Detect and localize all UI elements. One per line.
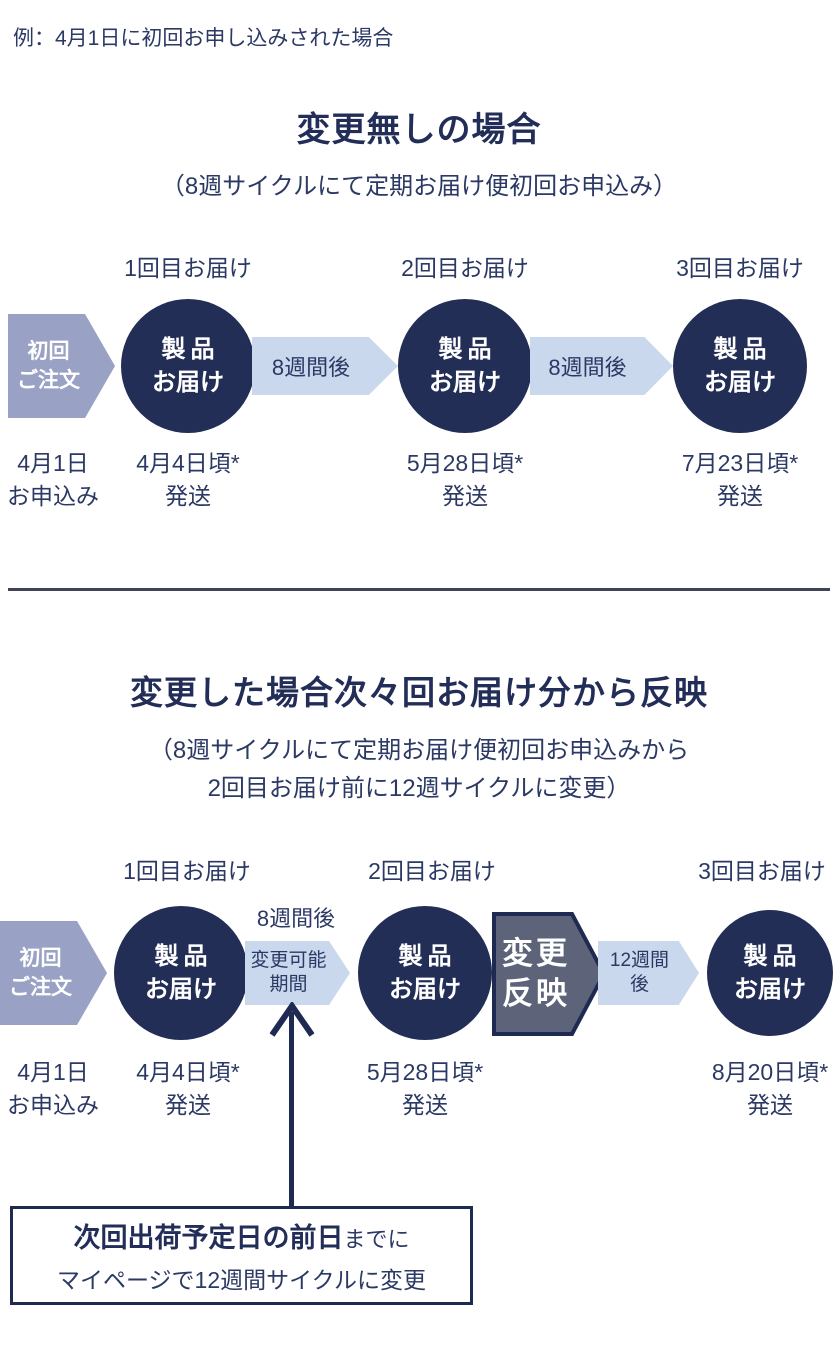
up-arrow-head-icon [269, 1002, 315, 1037]
s1-c2-line2: お届け [429, 369, 501, 396]
s2-date3-line1: 8月20日頃* [711, 1059, 829, 1085]
s1-start-date: 4月1日 お申込み [0, 447, 106, 513]
s1-first-order-line2: ご注文 [17, 369, 80, 392]
s2-c1-line1: 製品 [154, 943, 213, 970]
note-line1: 次回出荷予定日の前日までに [73, 1216, 409, 1255]
s1-c1-line2: お届け [152, 369, 224, 396]
s2-date1-line1: 4月4日頃* [136, 1059, 240, 1085]
s2-step1-label: 1回目お届け [123, 858, 251, 884]
s2-c1-line2: お届け [145, 976, 217, 1003]
s1-step3-label: 3回目お届け [676, 255, 804, 281]
s2-step3-label: 3回目お届け [698, 858, 826, 884]
s2-date-3: 8月20日頃* 発送 [680, 1056, 838, 1122]
s1-arrow1-label: 8週間後 [271, 355, 351, 380]
s1-delivery-circle-2: 製品 お届け [398, 299, 532, 433]
s2-date2-line1: 5月28日頃* [366, 1059, 484, 1085]
change-reflect-line1: 変更 [502, 936, 570, 971]
s1-date3-line2: 発送 [717, 483, 763, 509]
s2-change-window-arrow: 変更可能 期間 [245, 941, 350, 1005]
s1-date-3: 7月23日頃* 発送 [650, 447, 830, 513]
s2-c2-line1: 製品 [398, 943, 457, 970]
s2-weeks8-label: 8週間後 [256, 906, 336, 931]
change-reflect-shape: 変更 反映 [492, 912, 607, 1036]
s2-weeks12-line2: 後 [629, 974, 649, 995]
s1-c3-line2: お届け [704, 369, 776, 396]
s2-delivery-circle-2: 製品 お届け [358, 906, 492, 1040]
s1-date1-line1: 4月4日頃* [136, 450, 240, 476]
s1-date-1: 4月4日頃* 発送 [98, 447, 278, 513]
s2-step2-label: 2回目お届け [368, 858, 496, 884]
s1-c2-line1: 製品 [438, 336, 497, 363]
s1-delivery-circle-1: 製品 お届け [121, 299, 255, 433]
change-reflect-line2: 反映 [502, 976, 570, 1011]
change-reflect-text: 変更 反映 [492, 912, 574, 1036]
s2-first-order-line2: ご注文 [9, 976, 72, 999]
s1-weeks-arrow-1: 8週間後 [252, 337, 398, 395]
s2-change-window-line2: 期間 [269, 974, 308, 995]
section1-title: 変更無しの場合 [296, 111, 542, 149]
up-arrow-line [289, 1012, 294, 1206]
note-line2: マイページで12週間サイクルに変更 [57, 1267, 426, 1293]
s2-c3-line2: お届け [734, 976, 806, 1003]
s1-first-order-badge: 初回 ご注文 [8, 314, 115, 418]
section2-title: 変更した場合次々回お届け分から反映 [130, 674, 708, 711]
s1-c3-line1: 製品 [713, 336, 772, 363]
s1-step1-label: 1回目お届け [124, 255, 252, 281]
s2-date3-line2: 発送 [747, 1092, 793, 1118]
s1-date1-line2: 発送 [165, 483, 211, 509]
s2-start-date-line2: お申込み [7, 1092, 99, 1118]
s2-delivery-circle-3: 製品 お届け [707, 910, 833, 1036]
s1-step2-label: 2回目お届け [401, 255, 529, 281]
s2-date-1: 4月4日頃* 発送 [98, 1056, 278, 1122]
s1-first-order-line1: 初回 [27, 340, 70, 363]
s2-start-date-line1: 4月1日 [17, 1059, 89, 1085]
s2-date2-line2: 発送 [402, 1092, 448, 1118]
s1-date2-line2: 発送 [442, 483, 488, 509]
s1-c1-line1: 製品 [161, 336, 220, 363]
section2-subtitle-line1: （8週サイクルにて定期お届け便初回お申込みから [148, 737, 690, 764]
section1-subtitle: （8週サイクルにて定期お届け便初回お申込み） [160, 173, 678, 200]
s2-weeks12-arrow: 12週間 後 [598, 941, 699, 1005]
s2-change-window-line1: 変更可能 [250, 950, 327, 971]
s2-first-order-line1: 初回 [19, 947, 62, 970]
s2-c3-line1: 製品 [743, 943, 802, 970]
s2-delivery-circle-1: 製品 お届け [114, 906, 248, 1040]
s1-date3-line1: 7月23日頃* [681, 450, 799, 476]
s2-start-date: 4月1日 お申込み [0, 1056, 106, 1122]
s2-date1-line2: 発送 [165, 1092, 211, 1118]
s1-arrow2-label: 8週間後 [548, 355, 627, 380]
s1-start-date-line1: 4月1日 [17, 450, 89, 476]
note-line1-tail: までに [343, 1227, 410, 1252]
s2-weeks12-line1: 12週間 [609, 950, 670, 971]
s1-date-2: 5月28日頃* 発送 [375, 447, 555, 513]
section2-subtitle-line2: 2回目お届け前に12週サイクルに変更） [207, 775, 631, 802]
s1-delivery-circle-3: 製品 お届け [673, 299, 807, 433]
change-note-box: 次回出荷予定日の前日までに マイページで12週間サイクルに変更 [10, 1206, 473, 1305]
s2-date-2: 5月28日頃* 発送 [335, 1056, 515, 1122]
example-note: 例：4月1日に初回お申し込みされた場合 [13, 27, 394, 50]
s2-c2-line2: お届け [389, 976, 461, 1003]
s1-date2-line1: 5月28日頃* [406, 450, 524, 476]
section-divider [8, 588, 830, 591]
note-line1-bold: 次回出荷予定日の前日 [73, 1223, 344, 1253]
s1-weeks-arrow-2: 8週間後 [530, 337, 673, 395]
s1-start-date-line2: お申込み [7, 483, 99, 509]
s2-first-order-badge: 初回 ご注文 [0, 921, 107, 1025]
change-reflect-pentagon [492, 912, 607, 1036]
